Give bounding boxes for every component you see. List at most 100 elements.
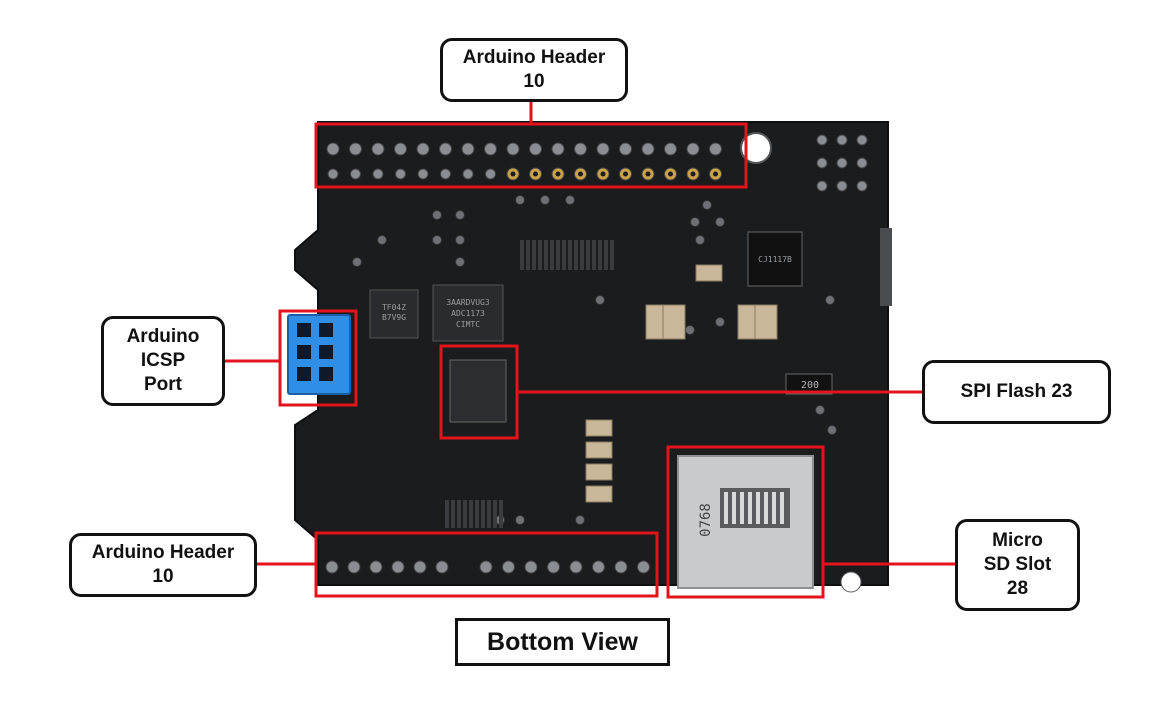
- header-pin: [524, 560, 538, 574]
- smd-resistor: [445, 500, 449, 528]
- header-pin: [435, 560, 449, 574]
- callout-icsp-line3: Port: [144, 374, 182, 395]
- via: [827, 425, 837, 435]
- smd-resistor: [598, 240, 602, 270]
- via: [540, 195, 550, 205]
- header-pin: [569, 560, 583, 574]
- via: [515, 195, 525, 205]
- header-pin: [619, 142, 632, 156]
- sd-contact: [740, 492, 744, 524]
- callout-top-header-line2: 10: [523, 71, 545, 92]
- chip-adc1173: [432, 284, 504, 342]
- smd-resistor: [451, 500, 455, 528]
- callout-top-header: Arduino Header 10: [440, 38, 628, 102]
- icsp-pin-hole: [319, 367, 333, 381]
- chip-tf04z-marking: TF04Z: [382, 303, 406, 312]
- sd-contact: [756, 492, 760, 524]
- header-pin: [816, 180, 828, 192]
- icsp-pin-hole: [319, 345, 333, 359]
- header-pin: [413, 560, 427, 574]
- chip-tf04z: [369, 289, 419, 339]
- via: [432, 235, 442, 245]
- callout-sd-slot: Micro SD Slot 28: [955, 519, 1080, 611]
- header-pin: [856, 180, 868, 192]
- header-pin: [416, 142, 430, 156]
- header-pin: [856, 157, 868, 169]
- header-pin: [417, 168, 429, 180]
- header-pin: [369, 560, 383, 574]
- sd-contact: [764, 492, 768, 524]
- via: [455, 235, 465, 245]
- header-pin: [836, 134, 848, 146]
- chip-adc1173-marking: CIMTC: [456, 320, 480, 329]
- smd-resistor: [568, 240, 572, 270]
- header-pin: [394, 142, 407, 156]
- header-pin: [637, 560, 650, 574]
- header-pin: [592, 560, 605, 574]
- smd-resistor: [481, 500, 485, 528]
- via: [575, 515, 585, 525]
- header-pin: [485, 168, 496, 180]
- smd-resistor: [469, 500, 473, 528]
- header-pin: [479, 560, 493, 574]
- callout-top-header-line1: Arduino Header: [462, 47, 606, 68]
- header-pin: [547, 560, 560, 574]
- smd-resistor: [493, 500, 497, 528]
- smd-resistor-array: [445, 240, 614, 528]
- via: [685, 325, 695, 335]
- smd-resistor: [475, 500, 479, 528]
- header-pin: [816, 157, 828, 169]
- header-pin: [614, 560, 628, 574]
- header-pin: [372, 168, 384, 180]
- sd-contact: [780, 492, 784, 524]
- resistor-200-marking: 200: [801, 380, 819, 391]
- header-pin: [574, 142, 587, 156]
- callout-sd-slot-line2: SD Slot: [983, 554, 1052, 575]
- smd-resistor: [562, 240, 566, 270]
- callout-sd-slot-line1: Micro: [992, 530, 1043, 551]
- via: [595, 295, 605, 305]
- regulator-marking: CJ1117B: [758, 255, 792, 264]
- highlight-sd-slot: [666, 445, 825, 599]
- sd-slot-code: 0768: [698, 503, 714, 537]
- pin-hole: [690, 171, 696, 177]
- via: [352, 257, 362, 267]
- header-pin: [641, 142, 655, 156]
- callout-bottom-header-line1: Arduino Header: [91, 542, 235, 563]
- usb-connector-edge: [880, 228, 892, 306]
- via: [825, 295, 835, 305]
- smd-resistor: [487, 500, 491, 528]
- icsp-pin-holes: [297, 323, 333, 381]
- callout-connector-lines: [224, 102, 955, 566]
- mounting-hole: [840, 571, 862, 593]
- smd-resistor: [550, 240, 554, 270]
- header-pin: [440, 168, 451, 180]
- header-pin: [347, 560, 361, 574]
- via: [815, 405, 825, 415]
- smd-resistor: [457, 500, 461, 528]
- pin-hole: [510, 171, 516, 177]
- view-caption: Bottom View: [455, 618, 670, 666]
- callout-bottom-header-line2: 10: [152, 566, 174, 587]
- pin-hole: [713, 171, 718, 177]
- header-pin: [709, 142, 722, 156]
- smd-capacitor: [585, 463, 613, 481]
- header-pin: [596, 142, 610, 156]
- smd-capacitor: [695, 264, 723, 282]
- smd-resistor: [610, 240, 614, 270]
- sd-contact: [748, 492, 752, 524]
- smd-capacitor: [585, 485, 613, 503]
- smd-capacitor: [754, 304, 778, 340]
- pin-hole: [645, 171, 651, 177]
- header-pin: [836, 157, 848, 169]
- smd-capacitor: [585, 441, 613, 459]
- header-pin: [551, 142, 565, 156]
- smd-resistor: [592, 240, 596, 270]
- via: [715, 217, 725, 227]
- smd-resistor: [574, 240, 578, 270]
- via: [377, 235, 387, 245]
- pin-hole: [555, 171, 561, 177]
- header-pin: [686, 142, 700, 156]
- sd-contact: [732, 492, 736, 524]
